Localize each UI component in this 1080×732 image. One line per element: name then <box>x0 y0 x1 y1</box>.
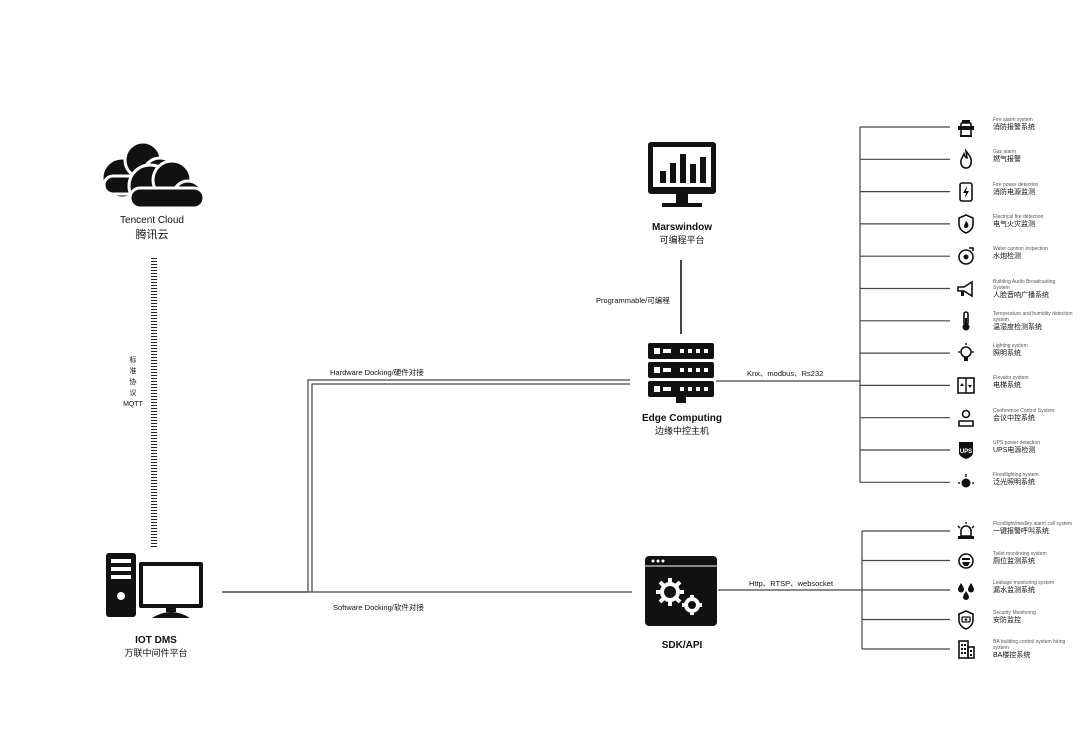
hydrant-icon <box>955 116 977 138</box>
system-name-en: Fire alarm system <box>993 117 1033 123</box>
water-cannon-icon <box>955 245 977 267</box>
system-name-en: Electrical fire detection <box>993 213 1044 220</box>
system-name-cn: 安防监控 <box>993 616 1021 624</box>
mqtt-label-char: 标 <box>129 357 137 364</box>
system-item: BA building control system hiring system… <box>993 639 1073 660</box>
http-label: Http、RTSP、websocket <box>749 579 834 588</box>
mqtt-label-char: 协 <box>129 379 137 386</box>
cloud-title-cn: 腾讯云 <box>135 229 169 241</box>
sdk-systems-bracket <box>861 530 950 650</box>
mqtt-label-char: 准 <box>129 368 137 375</box>
building-icon <box>955 638 977 660</box>
system-name-cn: 会议中控系统 <box>993 414 1035 422</box>
flame-icon <box>955 148 977 170</box>
power-phone-icon <box>955 181 977 203</box>
mqtt-label: 标 准 协 议 MQTT <box>120 355 146 410</box>
system-name-cn: UPS电源检测 <box>993 447 1036 454</box>
system-item: Temperature and humidity detection syste… <box>993 311 1073 332</box>
system-name-en: Elevator system <box>993 375 1029 382</box>
system-name-cn: 消防报警系统 <box>993 124 1035 131</box>
system-name-en: Water cannon inspection <box>993 246 1048 253</box>
iot-title-en: IOT DMS <box>135 635 177 646</box>
ups-icon: UPS <box>955 439 977 461</box>
system-name-cn: 漏水监测系统 <box>993 587 1035 594</box>
system-name-en: Leakage monitoring system <box>993 580 1055 586</box>
system-name-cn: 消防电源监测 <box>993 188 1035 196</box>
hardware-link <box>222 379 630 593</box>
megaphone-icon <box>955 278 977 300</box>
edge-title-cn: 边缘中控主机 <box>654 426 709 436</box>
cloud-title-en: Tencent Cloud <box>120 215 184 226</box>
sdk-title-en: SDK/API <box>661 640 703 651</box>
alarm-siren-icon <box>955 520 977 542</box>
system-name-en: Conference Control System <box>993 407 1055 414</box>
svg-text:UPS: UPS <box>960 449 972 455</box>
system-name-en: Temperature and humidity detection syste… <box>993 310 1073 323</box>
mqtt-label-char: 议 <box>129 390 137 397</box>
system-name-cn: 人脸音响广播系统 <box>993 291 1049 299</box>
system-name-cn: 一键报警呼叫系统 <box>993 528 1049 535</box>
elevator-icon <box>955 374 977 396</box>
mars-title-en: Marswindow <box>651 222 712 233</box>
system-name-cn: 电梯系统 <box>993 382 1021 390</box>
thermometer-icon <box>955 310 977 332</box>
monitor-chart-icon <box>648 142 716 207</box>
system-name-cn: 厕位监测系统 <box>993 557 1035 565</box>
system-name-en: BA building control system hiring system <box>993 639 1066 651</box>
system-name-cn: BA楼控系统 <box>993 652 1031 659</box>
system-name-cn: 温湿度检测系统 <box>993 323 1042 331</box>
system-name-en: Fire power detection <box>993 181 1039 188</box>
cloud-icon <box>100 140 206 213</box>
system-name-en: Toilet monitoring system <box>993 550 1047 557</box>
system-name-cn: 照明系统 <box>993 350 1021 358</box>
system-name-en: UPS power detection <box>993 440 1040 446</box>
fire-shield-icon <box>955 213 977 235</box>
system-name-en: Building Audio Broadcasting System <box>993 278 1056 291</box>
edge-title-en: Edge Computing <box>642 413 722 424</box>
system-name-en: Gas alarm <box>993 149 1017 156</box>
system-name-cn: 泛光照明系统 <box>993 479 1035 487</box>
gears-window-icon <box>645 556 717 626</box>
mqtt-label-char: MQTT <box>123 401 143 408</box>
water-drops-icon <box>955 579 977 601</box>
bulb-icon <box>955 342 977 364</box>
hardware-label: Hardware Docking/硬件对接 <box>330 368 424 377</box>
system-name-en: Floodlighting system <box>993 472 1039 479</box>
security-shield-icon <box>955 609 977 631</box>
edge-systems-bracket <box>859 126 950 483</box>
system-name-en: Lighting system <box>993 343 1028 350</box>
software-label: Software Docking/软件对接 <box>333 603 424 612</box>
system-name-cn: 燃气报警 <box>993 156 1021 164</box>
system-name-en: Floodlight/medley alarm call system <box>993 521 1073 527</box>
toilet-icon <box>955 550 977 572</box>
system-name-cn: 电气火灾监测 <box>993 220 1035 228</box>
computer-icon <box>106 553 203 618</box>
programmable-label: Programmable/可编程 <box>596 296 670 305</box>
knx-label: Knx、modbus、Rs232 <box>747 369 824 378</box>
conference-icon <box>955 407 977 429</box>
iot-title-cn: 万联中间件平台 <box>124 648 188 658</box>
server-rack-icon <box>648 343 714 403</box>
system-name-cn: 水炮检测 <box>993 253 1021 261</box>
mars-title-cn: 可编程平台 <box>659 235 705 245</box>
floodlight-icon <box>955 471 977 493</box>
system-name-en: Security Monitoring <box>993 609 1036 616</box>
